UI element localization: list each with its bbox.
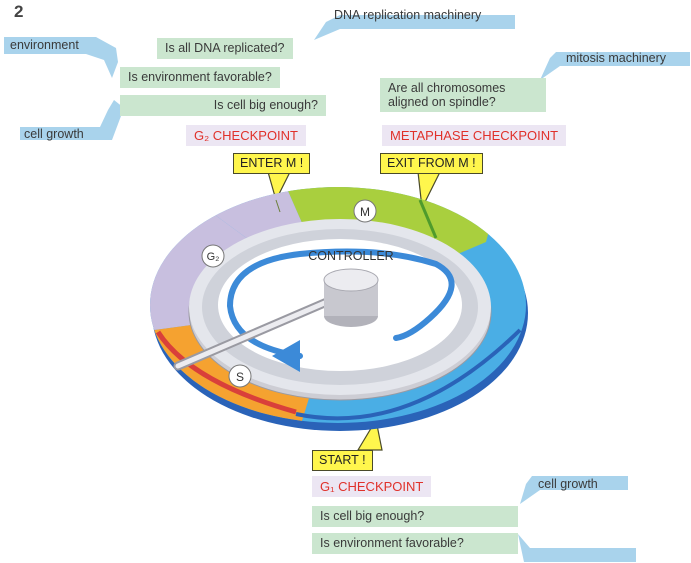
cell-size-question-bottom: Is cell big enough? (312, 506, 518, 527)
start-trigger: START ! (312, 450, 373, 471)
g1-checkpoint-label: G₁ CHECKPOINT (312, 476, 432, 497)
mitosis-machinery-arrow (540, 52, 690, 80)
figure-number: 2 (14, 2, 24, 21)
chromosome-aligned-question: Are all chromosomes aligned on spindle? (380, 78, 546, 112)
controller-lever (175, 289, 353, 369)
environment-question-bottom: Is environment favorable? (312, 533, 518, 554)
dna-machinery-arrow (314, 15, 515, 40)
g2-checkpoint-label: G₂ CHECKPOINT (186, 125, 306, 146)
metaphase-checkpoint-label: METAPHASE CHECKPOINT (382, 125, 567, 146)
mitosis-machinery-label: mitosis machinery (566, 51, 667, 65)
exit-m-trigger: EXIT FROM M ! (380, 153, 483, 174)
cell-size-question: Is cell big enough? (120, 95, 326, 116)
signal-arrows-top (4, 15, 690, 140)
s-phase-marker (228, 364, 252, 388)
enter-m-trigger: ENTER M ! (233, 153, 311, 174)
environment-label: environment (10, 38, 79, 52)
cell-growth-arrow-bottom (520, 476, 628, 504)
rotation-arrow (226, 248, 455, 359)
cell-growth-label-bottom: cell growth (538, 477, 598, 491)
g2-phase-marker (201, 244, 225, 268)
environment-arrow (4, 37, 118, 78)
environment-favorable-question: Is environment favorable? (120, 67, 280, 88)
g2-phase-label: G₂ (207, 251, 220, 263)
s-phase-rim (155, 330, 297, 415)
s-phase-label: S (236, 370, 244, 384)
m-phase-marker (353, 199, 377, 223)
chromosome-question-line1: Are all chromosomes (388, 81, 506, 95)
m-phase-label: M (360, 205, 370, 219)
environment-arrow-bottom (518, 534, 636, 562)
chromosome-question-line2: aligned on spindle? (388, 95, 496, 109)
cell-growth-arrow-top (20, 100, 124, 140)
controller-cylinder (323, 268, 379, 327)
dna-replicated-question: Is all DNA replicated? (157, 38, 293, 59)
dna-machinery-label: DNA replication machinery (334, 8, 482, 22)
controller-label: CONTROLLER (308, 249, 393, 263)
cell-growth-label-top: cell growth (24, 127, 84, 141)
